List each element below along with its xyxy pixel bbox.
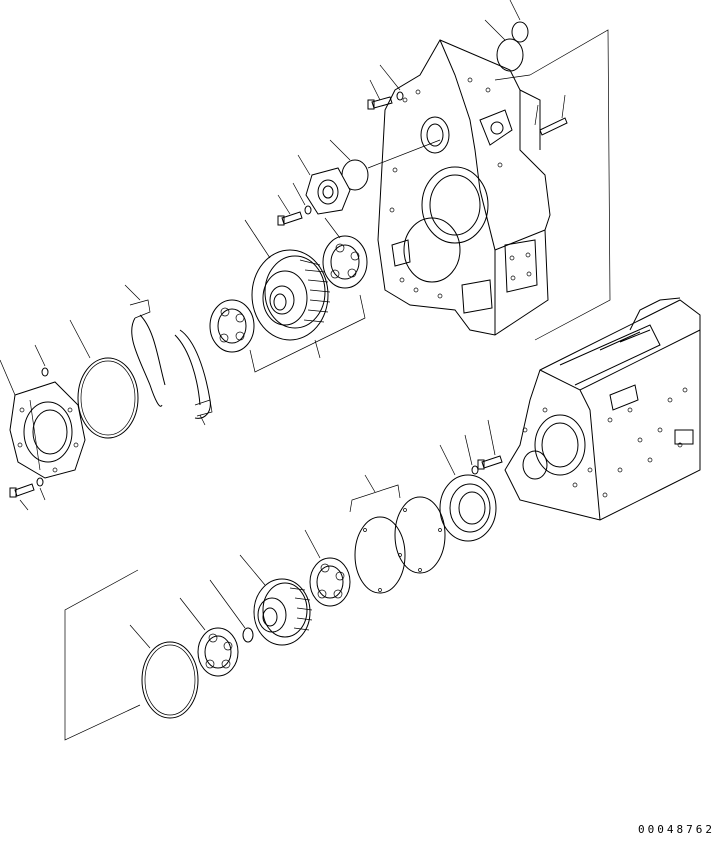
bearing-upper-right [322,217,368,289]
dowel-pin [534,94,568,136]
bearing-bracket [249,294,366,373]
o-ring-lower [129,624,199,719]
bearing-lower-left [179,597,239,677]
gear-upper [244,219,331,341]
bolt-mid [277,182,312,226]
small-cover [297,154,351,215]
bolt-top [367,64,404,110]
bearing-lower-right [304,529,351,607]
cover-left [0,359,86,479]
upper-frame [494,29,611,341]
lower-frame [64,569,141,741]
cover-lower [439,444,497,542]
drawing-code: 00048762 [638,823,715,836]
bolt-lower [464,419,503,475]
shims-lower [349,474,446,594]
engine-block [504,297,701,521]
o-ring-large [69,319,139,439]
gear-lower [239,554,313,646]
snap-ring [209,579,254,643]
transmission-housing [377,39,551,336]
bearing-upper-left [209,299,255,353]
bolts-left [9,344,49,511]
shims-upper [124,284,213,426]
o-rings-top [484,0,529,72]
